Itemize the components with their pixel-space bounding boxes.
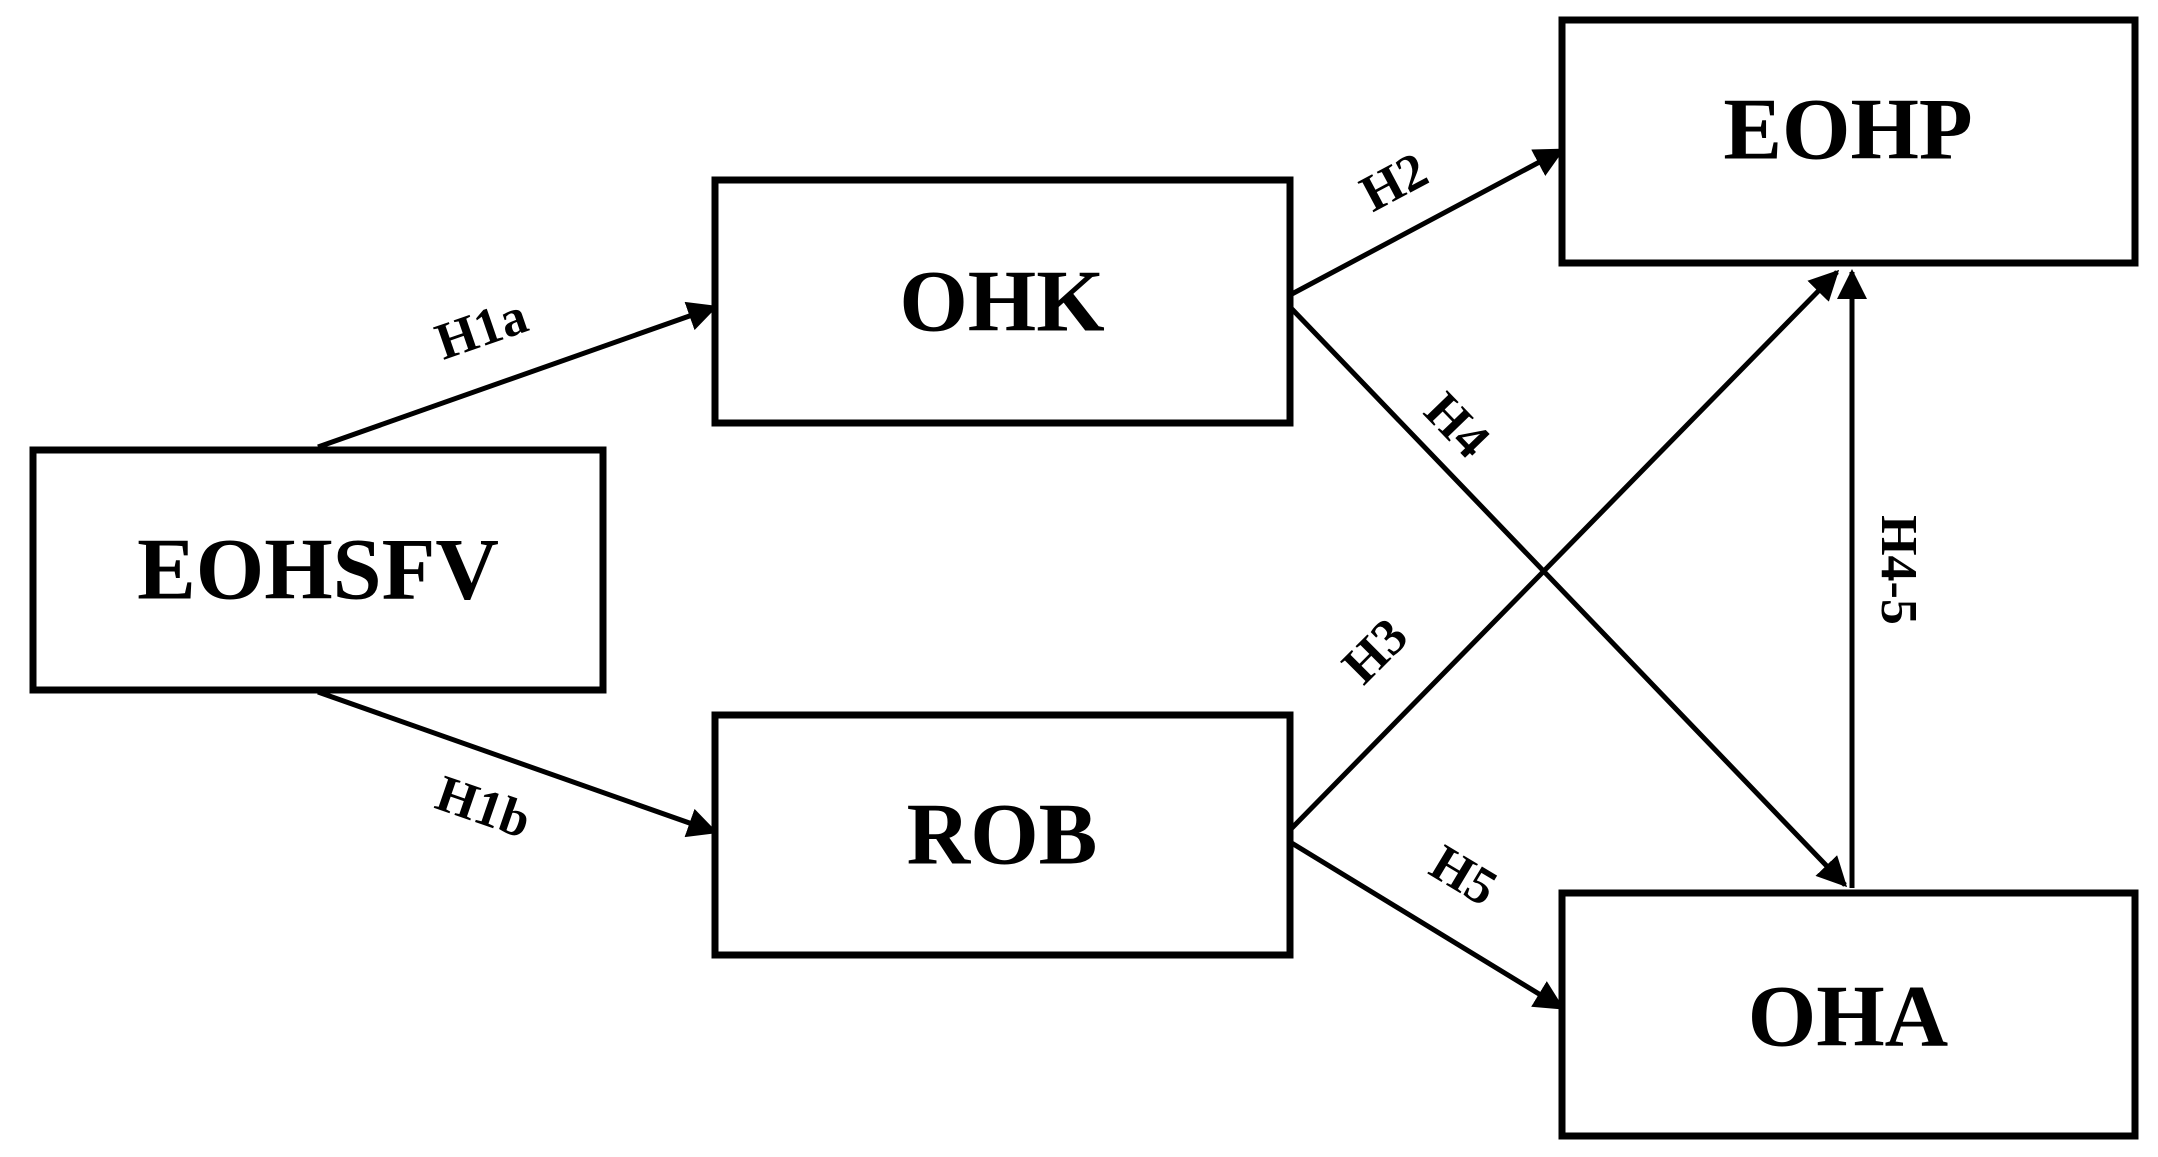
- edge-h1a: [317, 301, 718, 450]
- node-box-eohsfv: [29, 446, 607, 694]
- node-box-ohk: [711, 176, 1294, 427]
- edge-label-h2: H2: [1352, 142, 1437, 224]
- node-label-ohk: OHK: [899, 254, 1104, 351]
- node-ohk: OHK: [711, 176, 1294, 427]
- node-oha: OHA: [1558, 889, 2139, 1140]
- node-box-rob: [711, 711, 1294, 959]
- edge-label-h4: H4: [1413, 382, 1500, 469]
- edge-label-h1b: H1b: [429, 765, 538, 850]
- edge-h5: [1288, 839, 1565, 1011]
- edge-h1b: [317, 689, 718, 838]
- edge-h4: [1288, 305, 1848, 888]
- edge-h3: [1288, 269, 1840, 832]
- node-box-eohp: [1558, 16, 2139, 267]
- node-box-oha: [1558, 889, 2139, 1140]
- edge-label-h4-5: H4-5: [1870, 515, 1927, 625]
- edge-label-h5: H5: [1420, 834, 1506, 917]
- edge-label-h3: H3: [1332, 608, 1419, 695]
- edges: [317, 147, 1867, 1011]
- edge-label-h1a: H1a: [429, 287, 535, 371]
- node-label-eohsfv: EOHSFV: [137, 522, 499, 619]
- node-label-oha: OHA: [1748, 969, 1948, 1066]
- node-eohp: EOHP: [1558, 16, 2139, 267]
- node-label-rob: ROB: [907, 787, 1098, 884]
- edge-h2: [1288, 147, 1565, 298]
- node-label-eohp: EOHP: [1723, 82, 1972, 179]
- node-eohsfv: EOHSFV: [29, 446, 607, 694]
- node-rob: ROB: [711, 711, 1294, 959]
